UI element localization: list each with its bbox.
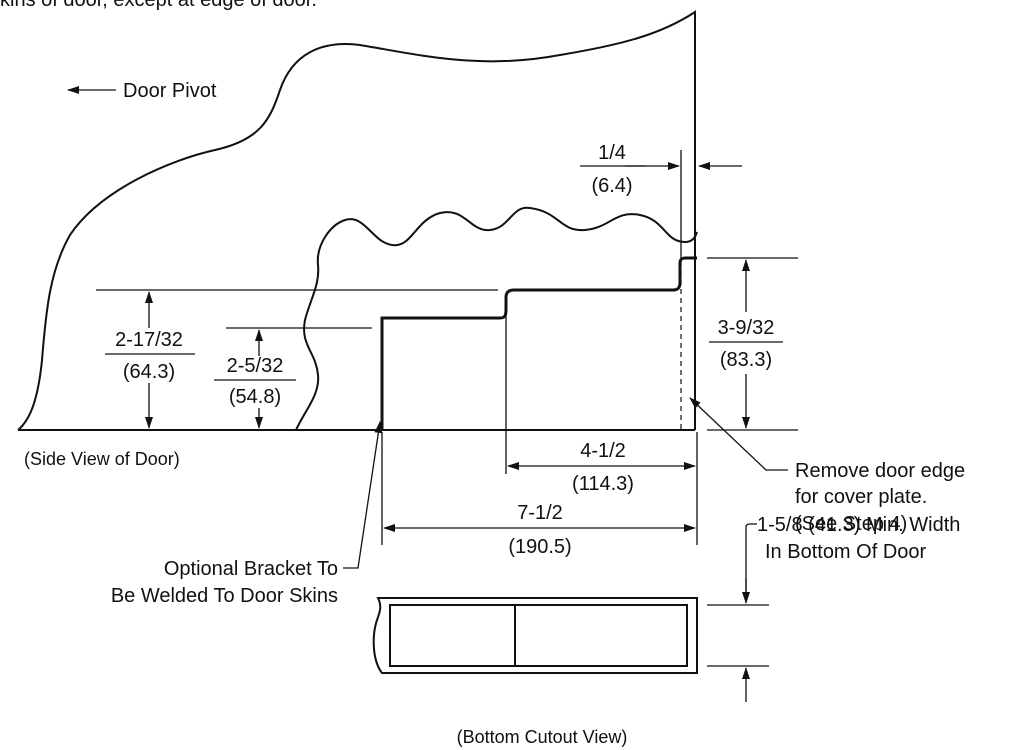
- dim-2-17-32-imperial: 2-17/32: [115, 329, 183, 351]
- dim-quarter-imperial: 1/4: [598, 142, 626, 164]
- dim-2-17-32-metric: (64.3): [123, 361, 175, 383]
- bottom-cutout-view: [372, 597, 698, 674]
- bracket-label-line2: Be Welded To Door Skins: [111, 585, 338, 607]
- min-width-line1: 1-5/8 (41.3) Min. Width: [757, 514, 960, 536]
- door-pivot-label: Door Pivot: [123, 80, 217, 102]
- dim-7-1-2: 7-1/2 (190.5): [381, 432, 696, 558]
- dim-min-width: [707, 523, 769, 702]
- dim-4-1-2: 4-1/2 (114.3): [505, 297, 698, 545]
- remove-edge-leader: [689, 397, 788, 471]
- remove-edge-line2: for cover plate.: [795, 486, 927, 508]
- bracket-label-line1: Optional Bracket To: [164, 558, 338, 580]
- header-text: kins of door, except at edge of door.: [0, 0, 317, 11]
- dim-2-5-32: 2-5/32 (54.8): [214, 327, 372, 429]
- bottom-view-label: (Bottom Cutout View): [457, 727, 628, 747]
- dim-2-5-32-imperial: 2-5/32: [227, 355, 284, 377]
- min-width-line2: In Bottom Of Door: [765, 541, 927, 563]
- dim-7-1-2-imperial: 7-1/2: [517, 502, 563, 524]
- dim-3-9-32-metric: (83.3): [720, 349, 772, 371]
- side-view-label: (Side View of Door): [24, 449, 180, 469]
- dim-4-1-2-imperial: 4-1/2: [580, 440, 626, 462]
- remove-edge-line1: Remove door edge: [795, 460, 965, 482]
- dim-3-9-32: 3-9/32 (83.3): [707, 257, 798, 431]
- dim-quarter: 1/4 (6.4): [580, 142, 742, 262]
- dim-4-1-2-metric: (114.3): [572, 473, 634, 495]
- dim-7-1-2-metric: (190.5): [508, 536, 571, 558]
- cutout-boundary: [295, 206, 698, 431]
- door-outline: [17, 10, 696, 431]
- dim-2-17-32: 2-17/32 (64.3): [96, 289, 498, 429]
- dim-3-9-32-imperial: 3-9/32: [718, 317, 775, 339]
- dim-2-5-32-metric: (54.8): [229, 386, 281, 408]
- bracket-leader: [343, 421, 383, 569]
- bracket-profile: [380, 256, 697, 430]
- dim-quarter-metric: (6.4): [591, 175, 632, 197]
- remove-edge-line3: (See Step 4): [795, 513, 907, 535]
